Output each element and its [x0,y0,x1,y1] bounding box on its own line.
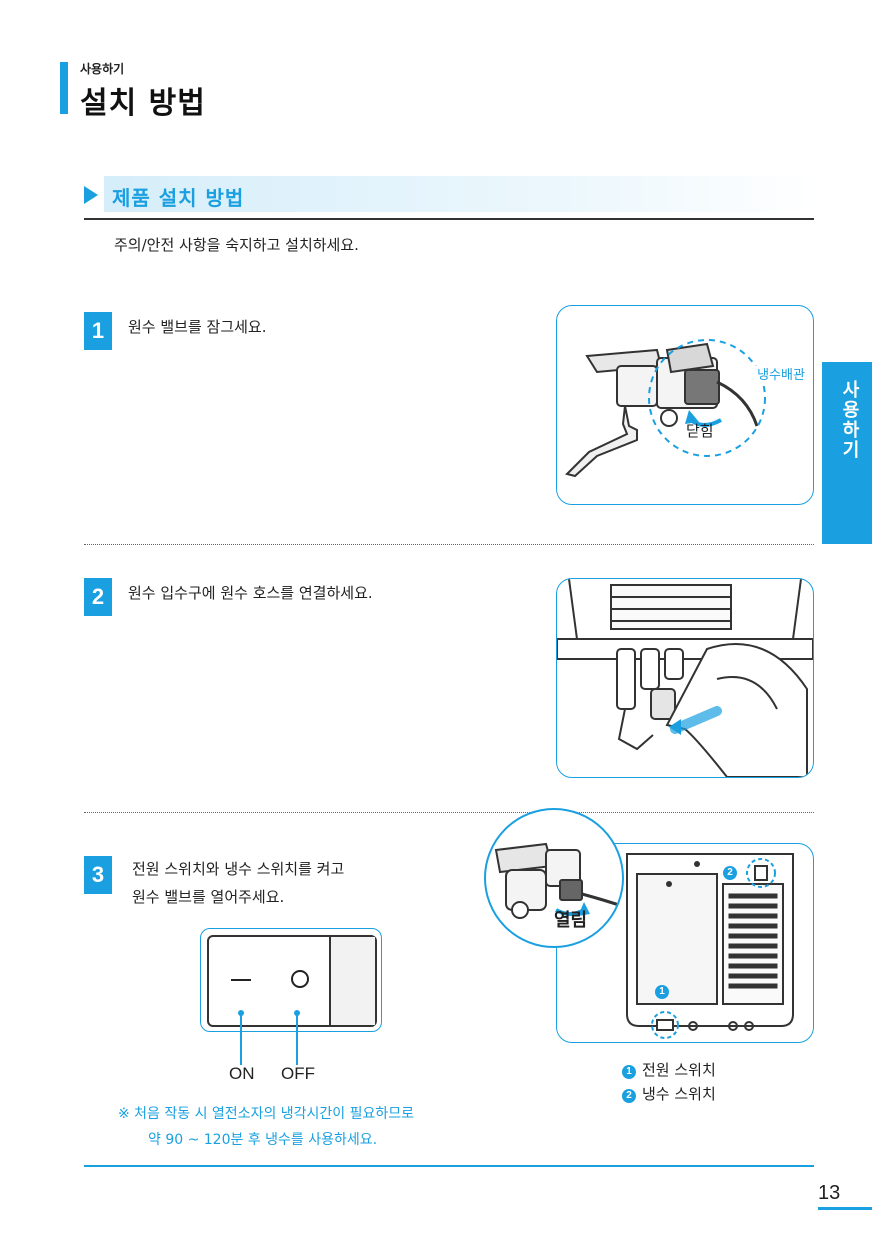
page-title: 설치 방법 [80,86,206,121]
page-number: 13 [818,1182,841,1204]
step-1-number: 1 [84,312,112,350]
section-intro: 주의/안전 사항을 숙지하고 설치하세요. [114,236,359,254]
water-purifier-back-illustration [626,853,794,1039]
page-number-underline [818,1207,872,1210]
step-3-number: 3 [84,856,112,894]
step-divider-2 [84,812,814,813]
legend-item-1: 1 전원 스위치 [622,1058,716,1082]
section-title: 제품 설치 방법 [112,186,245,210]
note-line1: ※ 처음 작동 시 열전소자의 냉각시간이 필요하므로 [118,1106,415,1122]
on-symbol-icon [231,979,251,981]
marker-1-icon: 1 [655,985,669,999]
step-divider-1 [84,544,814,545]
section-divider [84,218,814,220]
step-1-text: 원수 밸브를 잠그세요. [128,318,267,336]
side-tab-label: 사용하기 [839,380,860,460]
off-label: OFF [281,1064,315,1083]
pipe-callout: 냉수배관 [750,366,812,386]
rocker-switch-frame [200,928,382,1032]
valve-open-detail [484,808,624,948]
rocker-switch [207,935,377,1027]
valve-open-illustration [494,842,622,919]
step-2-illustration [556,578,814,778]
legend-1-label: 전원 스위치 [642,1061,716,1079]
play-arrow-icon [84,186,98,204]
step-3-text-line1: 전원 스위치와 냉수 스위치를 켜고 [132,860,345,878]
faucet-valve-illustration [565,339,766,478]
legend-item-2: 2 냉수 스위치 [622,1082,716,1106]
step-3-text-line2: 원수 밸브를 열어주세요. [132,888,285,906]
footer-divider [84,1165,814,1167]
header-category: 사용하기 [80,62,125,76]
legend-2-label: 냉수 스위치 [642,1085,716,1103]
note-line2: 약 90 ~ 120분 후 냉수를 사용하세요. [148,1132,378,1148]
close-callout: 닫힘 [686,422,714,440]
step-2-text: 원수 입수구에 원수 호스를 연결하세요. [128,584,373,602]
side-tab [822,362,872,544]
header-accent-bar [60,62,68,114]
step-1-illustration [556,305,814,505]
legend-2-icon: 2 [622,1089,636,1103]
on-label: ON [229,1064,255,1083]
switch-leader-lines [238,1010,300,1065]
hose-connection-illustration [557,579,813,777]
step-2-number: 2 [84,578,112,616]
legend-1-icon: 1 [622,1065,636,1079]
off-symbol-icon [291,970,309,988]
section-band [104,176,814,212]
marker-2-icon: 2 [723,866,737,880]
open-callout: 열림 [554,910,588,931]
